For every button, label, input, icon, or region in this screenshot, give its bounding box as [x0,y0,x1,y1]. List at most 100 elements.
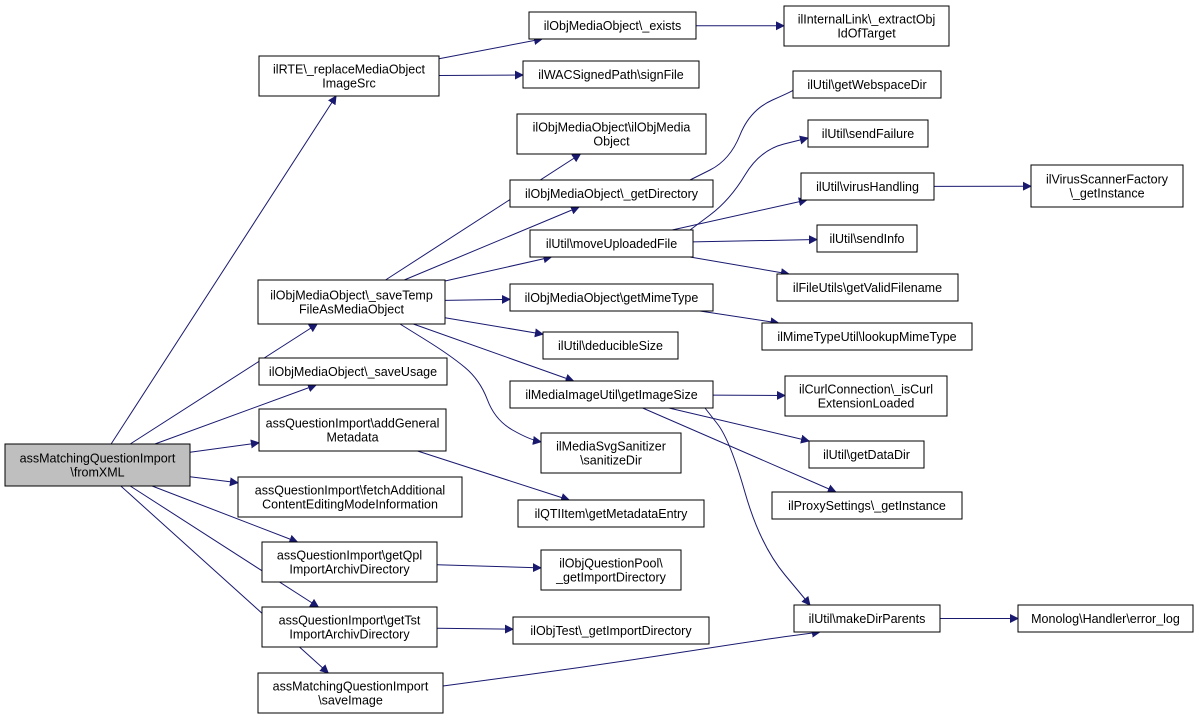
node-box [257,279,446,325]
node-qi_fetch[interactable]: assQuestionImport\fetchAdditionalContent… [237,476,463,518]
node-label: \sanitizeDir [580,454,642,468]
node-qpool_dir[interactable]: ilObjQuestionPool\_getImportDirectory [540,549,682,591]
edge-mob_save_temp-to-util_move [444,254,553,282]
node-util_deducible[interactable]: ilUtil\deducibleSize [542,331,679,360]
node-test_dir[interactable]: ilObjTest\_getImportDirectory [512,616,710,645]
node-util_move[interactable]: ilUtil\moveUploadedFile [529,229,694,258]
node-label: ilObjMediaObject\_saveTemp [270,289,433,303]
node-qi_tst_dir[interactable]: assQuestionImport\getTstImportArchivDire… [261,606,438,648]
node-label: ImageSrc [322,77,376,91]
edge-mob_save_temp-to-svg_sanitize [399,323,542,445]
edge-root-to-qi_add_meta [189,439,260,453]
node-label: ilObjQuestionPool\ [559,557,663,571]
node-label: assMatchingQuestionImport [20,452,176,466]
node-mob_get_dir[interactable]: ilObjMediaObject\_getDirectory [509,179,714,208]
node-qi_qpl_dir[interactable]: assQuestionImport\getQplImportArchivDire… [261,541,438,583]
node-virus_factory[interactable]: ilVirusScannerFactory\_getInstance [1030,164,1184,208]
node-box [528,11,697,40]
node-proxy_instance[interactable]: ilProxySettings\_getInstance [771,491,963,520]
node-box [800,172,935,201]
node-mob_save_usage[interactable]: ilObjMediaObject\_saveUsage [258,357,448,386]
node-mob_save_temp[interactable]: ilObjMediaObject\_saveTempFileAsMediaObj… [257,279,446,325]
edge-mob_mime-to-mimetype_lookup [699,310,780,327]
node-label: assQuestionImport\getQpl [277,549,422,563]
node-label: ilQTIItem\getMetadataEntry [535,507,689,521]
node-label: assQuestionImport\addGeneral [266,417,440,431]
node-util_mkdir[interactable]: ilUtil\makeDirParents [793,604,941,633]
node-mob_ctor[interactable]: ilObjMediaObject\ilObjMediaObject [516,113,707,155]
node-root: assMatchingQuestionImport\fromXML [4,443,191,487]
node-box [257,672,444,714]
node-box [522,60,700,89]
node-label: ilRTE\_replaceMediaObject [273,63,425,77]
node-box [540,549,682,591]
node-box [542,331,679,360]
node-label: IdOfTarget [837,27,896,41]
node-mob_exists[interactable]: ilObjMediaObject\_exists [528,11,697,40]
edge-util_move-to-util_virus [671,197,808,231]
node-box [793,604,941,633]
node-box [807,119,929,148]
node-label: ilObjTest\_getImportDirectory [530,624,692,638]
node-util_send_failure[interactable]: ilUtil\sendFailure [807,119,929,148]
node-wac_sign[interactable]: ilWACSignedPath\signFile [522,60,700,89]
edge-rte_replace-to-wac_sign [438,70,524,80]
node-util_send_info[interactable]: ilUtil\sendInfo [816,224,918,253]
node-mqi_save_image[interactable]: assMatchingQuestionImport\saveImage [257,672,444,714]
node-label: FileAsMediaObject [299,303,404,317]
node-fileutils_valid[interactable]: ilFileUtils\getValidFilename [776,273,959,302]
node-box [784,375,948,417]
node-box [509,179,714,208]
node-img_size[interactable]: ilMediaImageUtil\getImageSize [509,380,714,409]
node-label: ImportArchivDirectory [289,563,410,577]
node-box [761,322,973,351]
node-label: ilObjMediaObject\getMimeType [525,291,699,305]
edge-root-to-rte_replace [110,95,337,445]
edge-rte_replace-to-mob_exists [438,36,543,60]
edge-util_move-to-util_send_info [692,235,818,245]
edge-qi_add_meta-to-qti_meta [417,450,571,502]
node-box [808,440,925,469]
edge-root-to-mob_save_temp [129,323,318,445]
node-box [540,432,682,474]
edge-qi_qpl_dir-to-qpool_dir [436,563,542,573]
edge-mqi_save_image-to-util_mkdir [442,628,821,687]
node-label: Metadata [326,431,378,445]
node-label: ilMimeTypeUtil\lookupMimeType [777,330,956,344]
node-label: ilUtil\moveUploadedFile [546,237,677,251]
edge-mob_save_temp-to-util_deducible [444,317,544,338]
node-label: ilVirusScannerFactory [1046,173,1169,187]
node-label: ContentEditingModeInformation [262,498,438,512]
edge-qi_tst_dir-to-test_dir [436,624,514,634]
node-label: ilUtil\deducibleSize [558,339,663,353]
node-svg_sanitize[interactable]: ilMediaSvgSanitizer\sanitizeDir [540,432,682,474]
edge-root-to-qi_tst_dir [129,485,320,608]
node-mimetype_lookup[interactable]: ilMimeTypeUtil\lookupMimeType [761,322,973,351]
edge-mob_save_temp-to-mob_mime [444,294,511,304]
node-util_virus[interactable]: ilUtil\virusHandling [800,172,935,201]
node-monolog_error[interactable]: Monolog\Handler\error_log [1017,604,1194,633]
node-util_webspace[interactable]: ilUtil\getWebspaceDir [792,70,942,99]
node-box [771,491,963,520]
node-box [4,443,191,487]
node-util_data_dir[interactable]: ilUtil\getDataDir [808,440,925,469]
edge-root-to-qi_fetch [189,476,239,487]
edge-mob_save_temp-to-mob_get_dir [404,205,580,281]
node-box [512,616,710,645]
edge-mob_save_temp-to-img_size [413,323,575,383]
node-label: ilObjMediaObject\_saveUsage [269,365,437,379]
node-label: \saveImage [318,694,383,708]
node-qti_meta[interactable]: ilQTIItem\getMetadataEntry [517,499,705,528]
node-label: ilObjMediaObject\_exists [544,19,682,33]
node-box [258,408,447,452]
node-label: ilObjMediaObject\_getDirectory [525,187,699,201]
node-mob_mime[interactable]: ilObjMediaObject\getMimeType [509,283,714,312]
edge-root-to-mob_save_usage [154,383,317,445]
node-box [258,357,448,386]
node-label: ilCurlConnection\_isCurl [799,383,933,397]
